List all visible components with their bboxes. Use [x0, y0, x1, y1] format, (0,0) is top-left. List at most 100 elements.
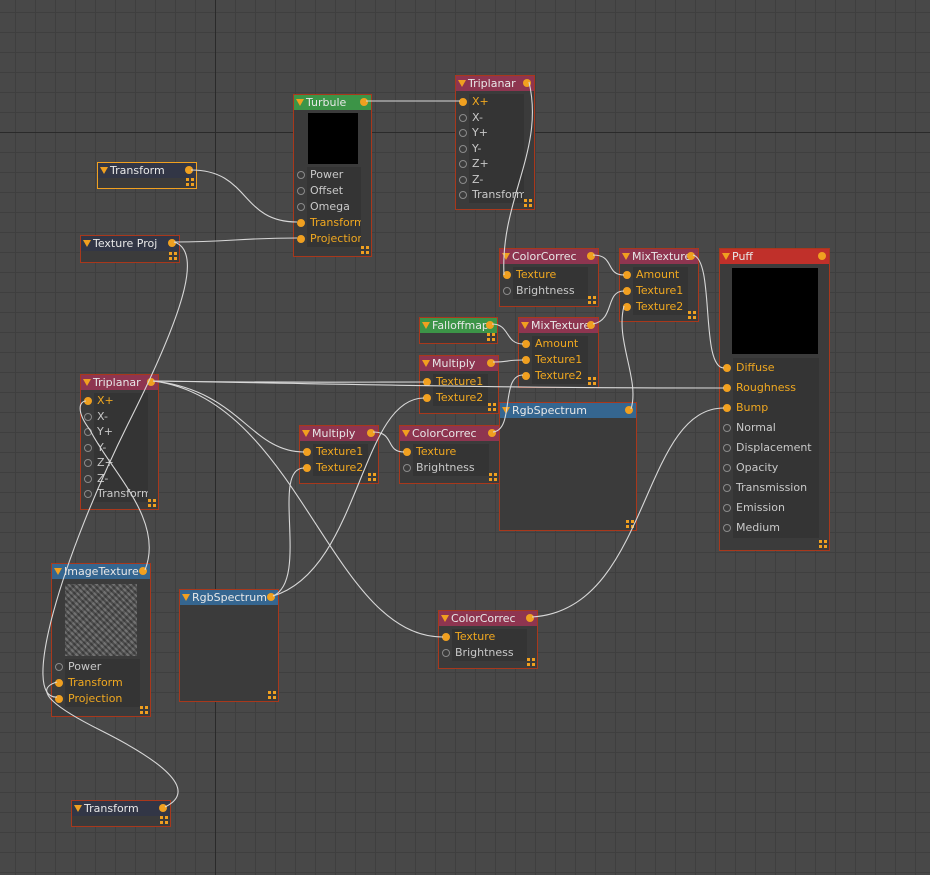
node-falloff[interactable]: Falloffmap: [419, 317, 498, 344]
input-row[interactable]: Y+: [456, 125, 534, 141]
node-header[interactable]: ImageTexture: [52, 564, 150, 579]
connected-socket-icon[interactable]: [423, 394, 431, 402]
connected-socket-icon[interactable]: [503, 271, 511, 279]
connected-socket-icon[interactable]: [723, 384, 731, 392]
input-row[interactable]: Transform: [294, 215, 371, 231]
input-row[interactable]: Z-: [81, 470, 158, 486]
input-row[interactable]: X-: [81, 408, 158, 424]
node-header[interactable]: ColorCorrec: [439, 611, 537, 626]
node-header[interactable]: ColorCorrec: [400, 426, 499, 441]
collapse-triangle-icon[interactable]: [100, 167, 108, 174]
connected-socket-icon[interactable]: [723, 364, 731, 372]
connected-socket-icon[interactable]: [303, 464, 311, 472]
empty-socket-icon[interactable]: [459, 144, 467, 153]
input-row[interactable]: Z+: [456, 156, 534, 172]
input-row[interactable]: Texture2: [620, 299, 698, 315]
resize-handle-icon[interactable]: [527, 658, 535, 666]
collapse-triangle-icon[interactable]: [521, 322, 529, 329]
empty-socket-icon[interactable]: [723, 504, 731, 512]
connected-socket-icon[interactable]: [623, 271, 631, 279]
input-row[interactable]: Diffuse: [720, 358, 829, 378]
input-row[interactable]: Displacement: [720, 438, 829, 458]
empty-socket-icon[interactable]: [503, 287, 511, 295]
input-row[interactable]: Medium: [720, 518, 829, 538]
empty-socket-icon[interactable]: [84, 428, 92, 436]
collapse-triangle-icon[interactable]: [622, 253, 630, 260]
connected-socket-icon[interactable]: [55, 695, 63, 703]
input-row[interactable]: Roughness: [720, 378, 829, 398]
input-row[interactable]: Texture2: [300, 460, 378, 476]
node-header[interactable]: RgbSpectrum: [180, 590, 278, 605]
collapse-triangle-icon[interactable]: [402, 430, 410, 437]
input-row[interactable]: Power: [294, 167, 371, 183]
empty-socket-icon[interactable]: [84, 443, 92, 452]
resize-handle-icon[interactable]: [487, 333, 495, 341]
input-row[interactable]: Brightness: [439, 645, 537, 661]
collapse-triangle-icon[interactable]: [422, 322, 430, 329]
resize-handle-icon[interactable]: [524, 199, 532, 207]
input-row[interactable]: Bump: [720, 398, 829, 418]
output-socket[interactable]: [488, 429, 496, 437]
input-row[interactable]: Texture1: [620, 283, 698, 299]
input-row[interactable]: Texture: [500, 267, 598, 283]
node-texture-proj[interactable]: Texture Proj: [80, 235, 180, 263]
empty-socket-icon[interactable]: [403, 464, 411, 472]
connected-socket-icon[interactable]: [723, 404, 731, 412]
input-row[interactable]: Transform: [81, 486, 158, 502]
connected-socket-icon[interactable]: [522, 372, 530, 380]
output-socket[interactable]: [147, 378, 155, 386]
collapse-triangle-icon[interactable]: [502, 407, 510, 414]
output-socket[interactable]: [486, 321, 494, 329]
input-row[interactable]: Texture1: [300, 444, 378, 460]
connected-socket-icon[interactable]: [55, 679, 63, 687]
connected-socket-icon[interactable]: [297, 235, 305, 243]
resize-handle-icon[interactable]: [268, 691, 276, 699]
resize-handle-icon[interactable]: [626, 520, 634, 528]
input-row[interactable]: Y-: [81, 439, 158, 455]
input-row[interactable]: Transmission: [720, 478, 829, 498]
resize-handle-icon[interactable]: [488, 403, 496, 411]
empty-socket-icon[interactable]: [297, 187, 305, 195]
empty-socket-icon[interactable]: [723, 524, 731, 532]
input-row[interactable]: Amount: [519, 336, 598, 352]
connected-socket-icon[interactable]: [297, 219, 305, 227]
input-row[interactable]: Z-: [456, 171, 534, 187]
collapse-triangle-icon[interactable]: [182, 594, 190, 601]
node-rgb-mid[interactable]: RgbSpectrum: [499, 402, 637, 531]
output-socket[interactable]: [185, 166, 193, 174]
collapse-triangle-icon[interactable]: [441, 615, 449, 622]
input-row[interactable]: Texture1: [420, 374, 498, 390]
node-transform-1[interactable]: Transform: [97, 162, 197, 189]
node-header[interactable]: MixTexture: [620, 249, 698, 264]
collapse-triangle-icon[interactable]: [296, 99, 304, 106]
input-row[interactable]: Transform: [456, 187, 534, 203]
node-header[interactable]: Texture Proj: [81, 236, 179, 251]
input-row[interactable]: Texture1: [519, 352, 598, 368]
empty-socket-icon[interactable]: [297, 203, 305, 211]
resize-handle-icon[interactable]: [140, 706, 148, 714]
node-header[interactable]: Multiply: [420, 356, 498, 371]
resize-handle-icon[interactable]: [368, 473, 376, 481]
output-socket[interactable]: [360, 98, 368, 106]
node-header[interactable]: Triplanar: [456, 76, 534, 91]
resize-handle-icon[interactable]: [169, 252, 177, 260]
empty-socket-icon[interactable]: [723, 424, 731, 432]
empty-socket-icon[interactable]: [459, 191, 467, 199]
output-socket[interactable]: [487, 359, 495, 367]
resize-handle-icon[interactable]: [819, 540, 827, 548]
node-header[interactable]: Triplanar: [81, 375, 158, 390]
collapse-triangle-icon[interactable]: [458, 80, 466, 87]
input-row[interactable]: Amount: [620, 267, 698, 283]
connected-socket-icon[interactable]: [403, 448, 411, 456]
input-row[interactable]: Offset: [294, 183, 371, 199]
output-socket[interactable]: [587, 321, 595, 329]
node-header[interactable]: Turbule: [294, 95, 371, 110]
